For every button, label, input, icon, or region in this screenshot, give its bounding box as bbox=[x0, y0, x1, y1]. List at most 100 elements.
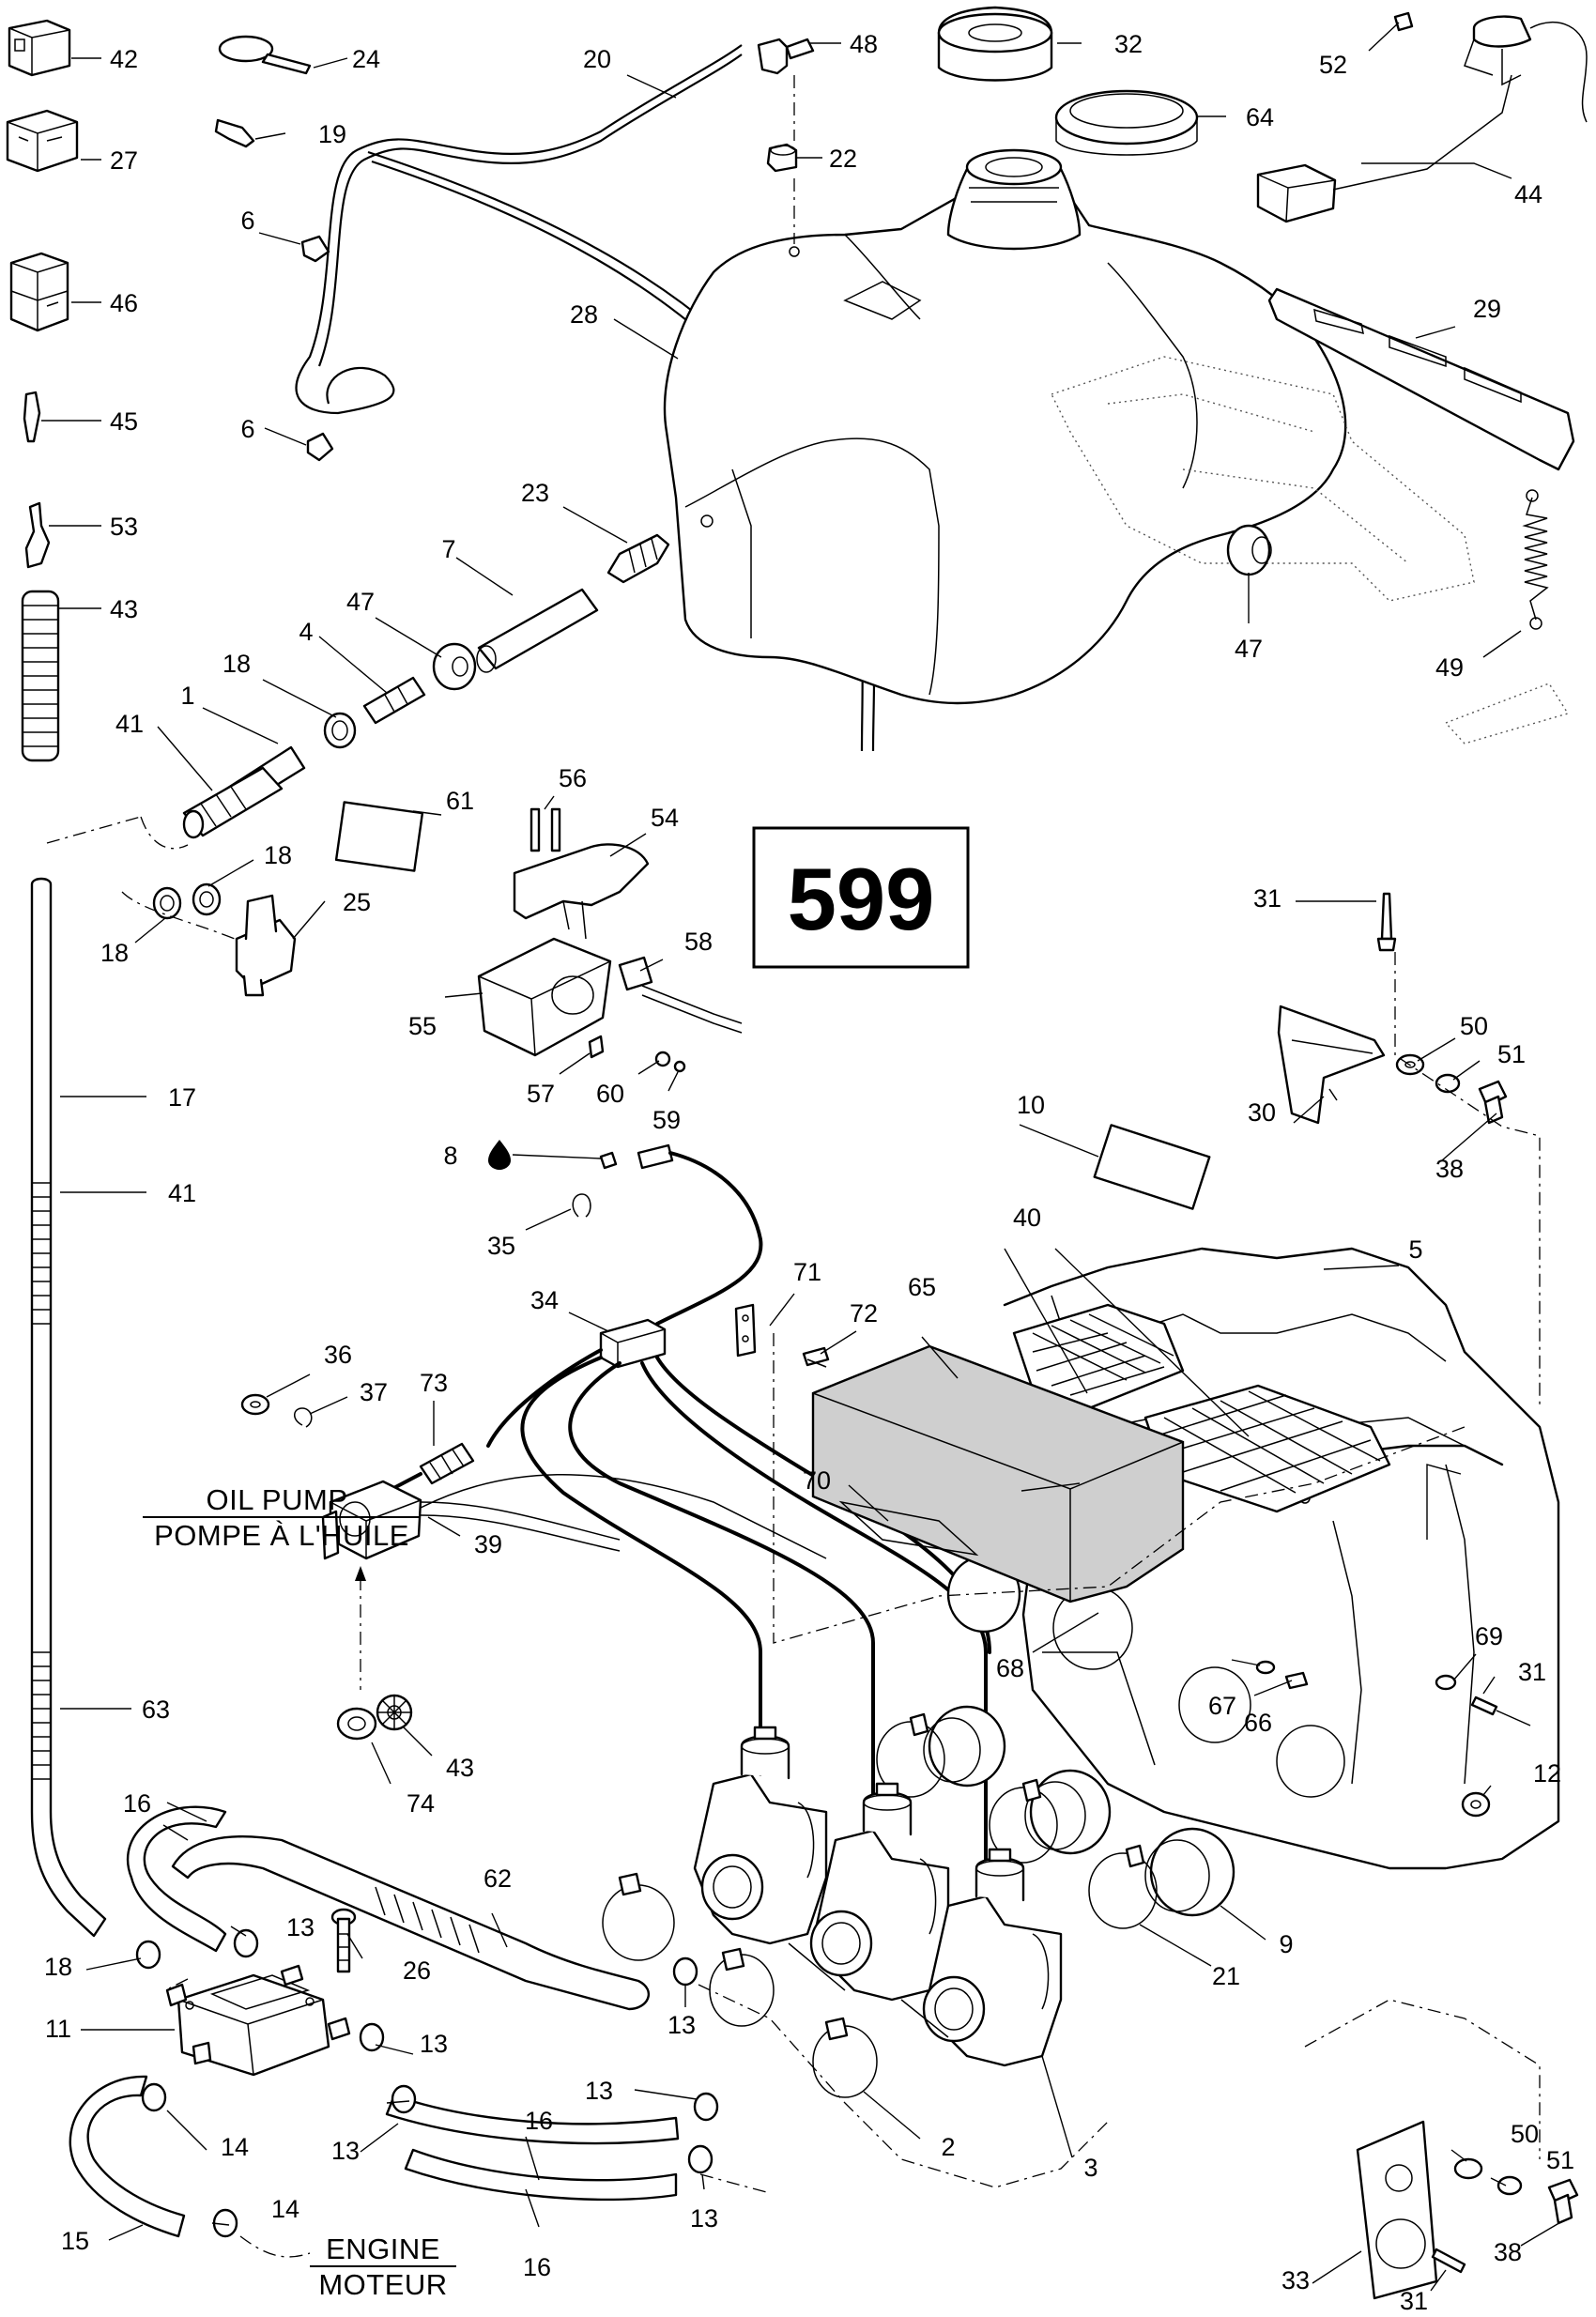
callout-71: 71 bbox=[793, 1258, 821, 1286]
hose-16-upper bbox=[126, 1805, 227, 1953]
star-washer-43 bbox=[376, 1694, 413, 1731]
callout-67: 67 bbox=[1208, 1692, 1236, 1720]
callout-65: 65 bbox=[908, 1273, 936, 1301]
washer-60 bbox=[654, 1051, 671, 1067]
circlip-35 bbox=[572, 1193, 591, 1218]
callout-70: 70 bbox=[803, 1466, 831, 1495]
page-number: 599 bbox=[788, 850, 935, 948]
carburetor-left bbox=[693, 1726, 828, 1945]
callout-53: 53 bbox=[110, 513, 138, 541]
callout-12: 12 bbox=[1533, 1759, 1561, 1788]
adapter-9 bbox=[923, 1705, 1235, 1917]
callout-43-top: 43 bbox=[110, 595, 138, 623]
callout-72: 72 bbox=[850, 1299, 878, 1327]
callout-58: 58 bbox=[684, 928, 713, 956]
tank-strap-29 bbox=[1267, 287, 1575, 471]
callout-8: 8 bbox=[443, 1142, 457, 1170]
callout-52: 52 bbox=[1319, 51, 1347, 79]
callout-13-f: 13 bbox=[331, 2137, 360, 2165]
fuel-line-7 bbox=[476, 588, 599, 673]
callout-45: 45 bbox=[110, 407, 138, 436]
circlip-37 bbox=[294, 1407, 313, 1428]
engine-label: ENGINE MOTEUR bbox=[310, 2233, 456, 2301]
clip-6-lower bbox=[306, 432, 334, 462]
callout-59: 59 bbox=[652, 1106, 681, 1134]
terminal-53 bbox=[24, 501, 51, 569]
callout-50-bottom: 50 bbox=[1511, 2120, 1539, 2148]
callout-42: 42 bbox=[110, 45, 138, 73]
callout-1: 1 bbox=[180, 682, 194, 710]
callout-18-d: 18 bbox=[44, 1953, 72, 1981]
air-silencer-5 bbox=[946, 1247, 1560, 1870]
callout-64: 64 bbox=[1246, 103, 1274, 131]
switch-58 bbox=[618, 956, 743, 1034]
callout-27: 27 bbox=[110, 146, 138, 175]
callout-20: 20 bbox=[583, 45, 611, 73]
callout-6-upper: 6 bbox=[240, 207, 254, 235]
tank-bracket-outline bbox=[1051, 356, 1475, 602]
callout-62: 62 bbox=[483, 1864, 512, 1893]
nut-74 bbox=[336, 1707, 377, 1741]
callout-23: 23 bbox=[521, 479, 549, 507]
decal-10 bbox=[1093, 1124, 1211, 1210]
hoses-16-lower bbox=[385, 2094, 680, 2202]
tie-strap-24 bbox=[218, 35, 312, 75]
callout-48: 48 bbox=[850, 30, 878, 58]
callout-16-mid: 16 bbox=[525, 2107, 553, 2135]
callout-69: 69 bbox=[1475, 1622, 1503, 1650]
callout-68: 68 bbox=[996, 1654, 1024, 1682]
oil-pump-label: OIL PUMP POMPE À L'HUILE bbox=[143, 1483, 421, 1552]
gasket-64 bbox=[1054, 89, 1199, 156]
screw-57 bbox=[588, 1035, 605, 1059]
clamp-18-b bbox=[192, 882, 222, 916]
shutoff-valve-25 bbox=[235, 894, 297, 997]
pad-49 bbox=[1444, 683, 1570, 744]
callout-54: 54 bbox=[651, 804, 679, 832]
callout-47-right: 47 bbox=[1235, 635, 1263, 663]
callout-57: 57 bbox=[527, 1080, 555, 1108]
callout-61: 61 bbox=[446, 787, 474, 815]
callout-9: 9 bbox=[1279, 1930, 1293, 1958]
page-number-box: 599 bbox=[752, 826, 970, 969]
callout-60: 60 bbox=[596, 1080, 624, 1108]
valve-23 bbox=[606, 533, 670, 584]
clip-6-upper bbox=[300, 235, 330, 263]
throttle-housing-55 bbox=[477, 937, 612, 1057]
clamps-21 bbox=[876, 1712, 1158, 1929]
hose-62 bbox=[171, 1835, 650, 2011]
callout-16-bottom: 16 bbox=[523, 2253, 551, 2281]
connector-46 bbox=[9, 252, 69, 332]
sleeve-41-upper bbox=[182, 766, 284, 839]
oil-pump-label-en: OIL PUMP bbox=[207, 1483, 348, 1516]
callout-18-a: 18 bbox=[223, 650, 251, 678]
fuel-pump-11 bbox=[165, 1964, 351, 2077]
callout-13-b: 13 bbox=[420, 2030, 448, 2058]
callout-18-b: 18 bbox=[264, 841, 292, 869]
callout-7: 7 bbox=[441, 535, 455, 563]
screw-31-mid bbox=[1470, 1696, 1531, 1726]
lockwasher-51-bottom bbox=[1496, 2175, 1523, 2196]
callout-36: 36 bbox=[324, 1341, 352, 1369]
callout-73: 73 bbox=[420, 1369, 448, 1397]
washer-67 bbox=[1255, 1660, 1276, 1675]
callout-4: 4 bbox=[299, 618, 313, 646]
bolt-26 bbox=[330, 1908, 357, 1973]
bracket-33 bbox=[1356, 2120, 1438, 2300]
bracket-71 bbox=[734, 1303, 757, 1358]
screw-31-bottom bbox=[1431, 2248, 1466, 2274]
callout-39: 39 bbox=[474, 1530, 502, 1558]
callout-10: 10 bbox=[1017, 1091, 1045, 1119]
callout-50-top: 50 bbox=[1460, 1012, 1488, 1040]
grommet-47-right bbox=[1226, 524, 1272, 576]
grommet-22 bbox=[766, 143, 798, 173]
clamp-18-a bbox=[323, 712, 357, 749]
carburetor-right bbox=[922, 1848, 1063, 2067]
callout-44: 44 bbox=[1514, 180, 1542, 208]
callout-22: 22 bbox=[829, 145, 857, 173]
callout-14-b: 14 bbox=[271, 2195, 299, 2223]
callout-31-mid: 31 bbox=[1518, 1658, 1546, 1686]
callout-46: 46 bbox=[110, 289, 138, 317]
callout-51-bottom: 51 bbox=[1546, 2146, 1574, 2174]
callout-21: 21 bbox=[1212, 1962, 1240, 1990]
